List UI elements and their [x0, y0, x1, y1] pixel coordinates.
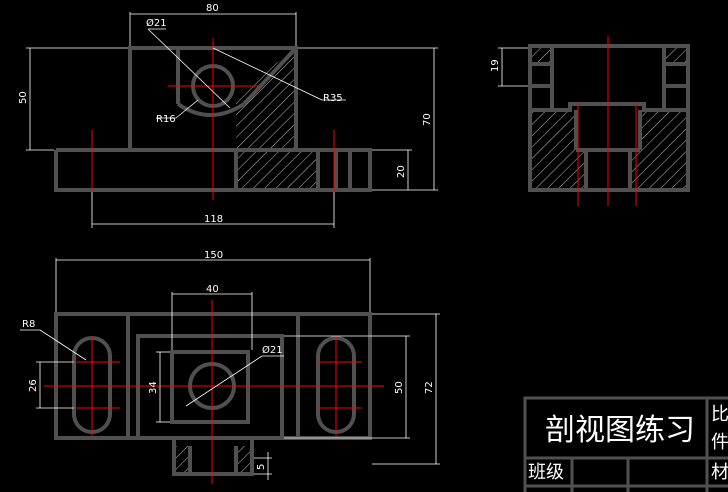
side-view-hatch-top-left [532, 48, 552, 64]
front-dim-80: 80 [206, 3, 219, 14]
front-view-centerlines [91, 38, 335, 200]
top-dim-r8: R8 [22, 319, 35, 330]
front-dim-r16: R16 [156, 114, 176, 125]
side-view: 19 [490, 36, 690, 206]
side-view-dimension-lines [498, 47, 528, 87]
top-view-lug-hatch-left [176, 446, 188, 472]
title-block-material-label: 材 [711, 462, 728, 483]
side-dim-19: 19 [490, 59, 501, 72]
top-view-outline [54, 312, 372, 476]
side-view-hatch-left [530, 110, 586, 190]
top-view: 150 40 R8 Ø21 26 34 50 72 5 [20, 250, 440, 484]
front-dim-70: 70 [422, 113, 433, 126]
top-dim-34: 34 [148, 381, 159, 394]
front-dim-50: 50 [18, 91, 29, 104]
side-view-centerlines [577, 36, 637, 206]
front-dim-r35: R35 [323, 93, 343, 104]
front-view-section-hatch [236, 48, 318, 190]
top-view-centerlines [44, 300, 384, 484]
front-dim-hole-dia: Ø21 [146, 17, 167, 29]
front-dim-20: 20 [396, 165, 407, 178]
title-block-title: 剖视图练习 [545, 413, 695, 448]
top-dim-50: 50 [394, 381, 405, 394]
front-view-outline [54, 46, 372, 192]
side-view-hatch-top-right [664, 48, 686, 64]
top-view-lug-hatch-right [238, 446, 250, 472]
front-view-dimension-lines [26, 12, 438, 228]
top-dim-26: 26 [28, 379, 39, 392]
top-dim-hole-dia: Ø21 [262, 344, 283, 356]
title-block-part-label: 件 [711, 432, 728, 453]
top-dim-40: 40 [206, 284, 219, 295]
top-dim-5: 5 [256, 464, 267, 470]
title-block-scale-label: 比 [711, 404, 728, 425]
front-dim-118: 118 [204, 214, 223, 225]
side-view-hatch-right [630, 110, 686, 190]
side-view-outline [528, 44, 690, 192]
top-view-dimension-lines [20, 258, 440, 480]
front-view: 80 Ø21 R35 R16 50 70 20 118 [18, 3, 438, 228]
title-block: 剖视图练习 比 件 班级 材 [523, 396, 728, 492]
top-dim-72: 72 [424, 381, 435, 394]
title-block-class-label: 班级 [528, 462, 564, 483]
top-dim-150: 150 [204, 250, 223, 261]
